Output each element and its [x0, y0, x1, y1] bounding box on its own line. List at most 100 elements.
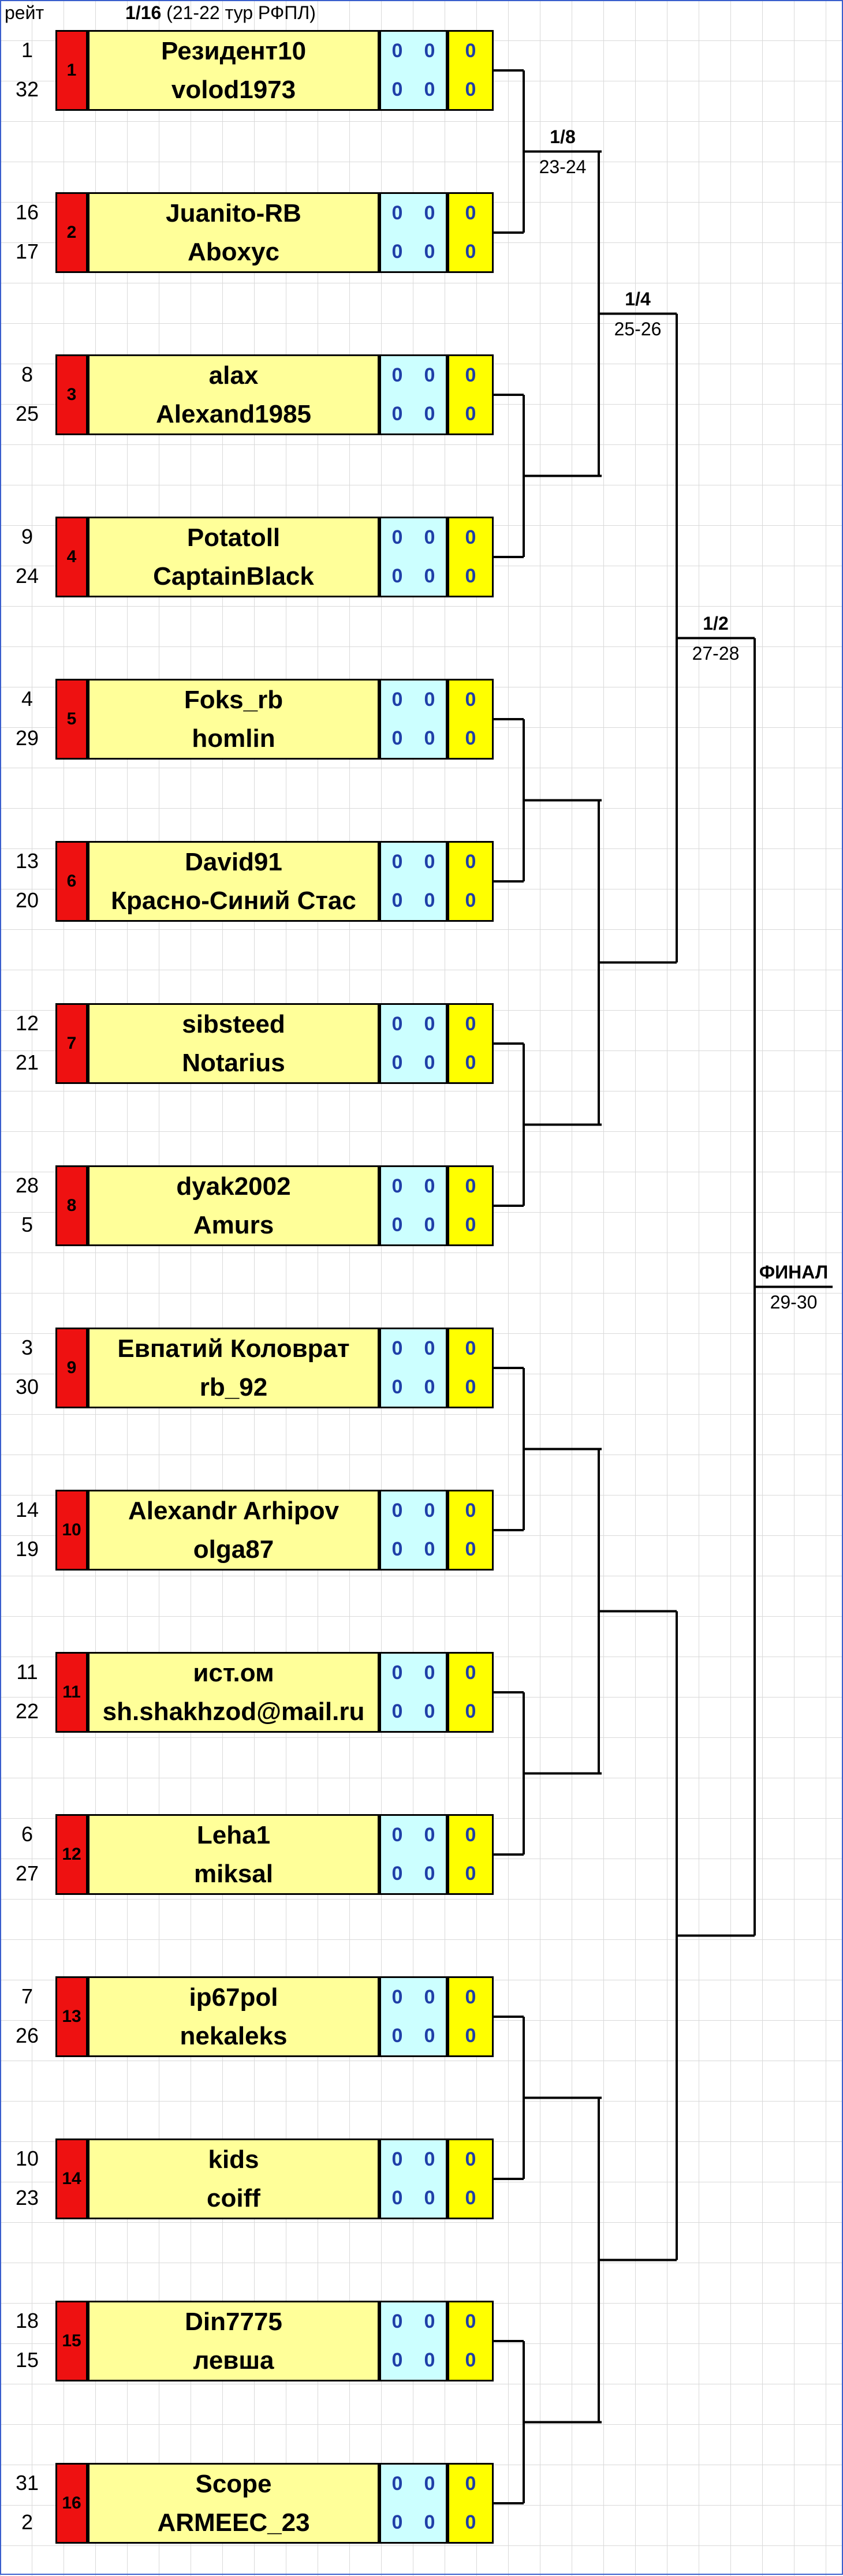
player-b-name: olga87 — [193, 1535, 274, 1564]
total-score-b: 0 — [465, 565, 476, 587]
rating-b: 21 — [15, 1050, 39, 1074]
total-score-b: 0 — [465, 1538, 476, 1560]
rating-b: 15 — [15, 2348, 39, 2372]
total-score-a: 0 — [465, 2310, 476, 2332]
total-score-b: 0 — [465, 2349, 476, 2371]
tour-score-a1: 0 — [391, 40, 403, 62]
tour-score-b1: 0 — [391, 1700, 403, 1722]
quarterfinal-label: 1/4 — [625, 288, 651, 309]
tour-score-b2: 0 — [424, 241, 435, 263]
tour-score-a2: 0 — [424, 202, 435, 224]
total-score-a: 0 — [465, 1662, 476, 1684]
rating-b: 30 — [15, 1375, 39, 1399]
rating-b: 26 — [15, 2024, 39, 2047]
tour-score-a2: 0 — [424, 526, 435, 548]
rating-b: 17 — [15, 240, 39, 263]
tour-score-a1: 0 — [391, 526, 403, 548]
tour-score-a1: 0 — [391, 202, 403, 224]
tour-score-a2: 0 — [424, 1337, 435, 1359]
player-a-name: dyak2002 — [176, 1172, 291, 1201]
tour-score-b2: 0 — [424, 78, 435, 100]
rating-b: 25 — [15, 402, 39, 425]
rating-a: 18 — [15, 2309, 39, 2332]
player-a-name: Евпатий Коловрат — [117, 1334, 350, 1363]
tour-score-b2: 0 — [424, 889, 435, 911]
tour-score-a2: 0 — [424, 1175, 435, 1197]
tour-score-b2: 0 — [424, 1863, 435, 1885]
total-score-b: 0 — [465, 2025, 476, 2047]
player-b-name: nekaleks — [180, 2021, 288, 2050]
total-score-a: 0 — [465, 526, 476, 548]
rating-a: 12 — [15, 1011, 39, 1035]
tour-score-a1: 0 — [391, 2473, 403, 2495]
total-score-a: 0 — [465, 1824, 476, 1846]
total-score-a: 0 — [465, 40, 476, 62]
player-a-name: Foks_rb — [184, 685, 284, 714]
match-number: 15 — [55, 2301, 88, 2381]
tour-score-b2: 0 — [424, 2511, 435, 2533]
tour-score-a1: 0 — [391, 2148, 403, 2170]
total-score-b: 0 — [465, 1700, 476, 1722]
player-a-name: David91 — [185, 847, 282, 876]
total-score-a: 0 — [465, 1337, 476, 1359]
player-b-name: miksal — [194, 1859, 273, 1888]
player-a-name: Din7775 — [185, 2307, 282, 2336]
rating-a: 31 — [15, 2471, 39, 2495]
tour-score-b2: 0 — [424, 2349, 435, 2371]
match-number: 16 — [55, 2463, 88, 2544]
tour-score-b1: 0 — [391, 403, 403, 425]
tour-score-b1: 0 — [391, 1214, 403, 1236]
total-score-b: 0 — [465, 2511, 476, 2533]
player-a-name: Alexandr Arhipov — [128, 1496, 340, 1525]
rating-a: 11 — [16, 1660, 38, 1684]
player-a-name: kids — [208, 2145, 259, 2174]
tour-score-b1: 0 — [391, 2025, 403, 2047]
rating-a: 13 — [15, 849, 39, 873]
player-b-name: homlin — [192, 724, 275, 753]
tour-score-a2: 0 — [424, 2473, 435, 2495]
match-number: 9 — [55, 1328, 88, 1408]
player-b-name: Amurs — [193, 1210, 274, 1239]
tour-score-b2: 0 — [424, 2187, 435, 2209]
rating-a: 14 — [15, 1498, 39, 1521]
players-cell: Alexandr Arhipov olga87 — [88, 1490, 379, 1571]
player-b-name: ARMEEC_23 — [157, 2508, 310, 2537]
total-score-b: 0 — [465, 727, 476, 749]
player-b-name: Aboxyc — [188, 237, 279, 266]
rating-b: 22 — [15, 1699, 39, 1723]
player-a-name: Резидент10 — [161, 36, 307, 65]
total-score-a: 0 — [465, 2148, 476, 2170]
total-score-a: 0 — [465, 1175, 476, 1197]
tour-score-b2: 0 — [424, 2025, 435, 2047]
round-of-32-header: 1/16 (21-22 тур РФПЛ) — [125, 2, 316, 24]
player-b-name: Notarius — [182, 1048, 285, 1077]
total-score-b: 0 — [465, 78, 476, 100]
final-label: ФИНАЛ — [759, 1261, 829, 1283]
tour-score-b1: 0 — [391, 2349, 403, 2371]
tour-score-b2: 0 — [424, 403, 435, 425]
tour-score-b2: 0 — [424, 1376, 435, 1398]
tour-score-a2: 0 — [424, 1500, 435, 1521]
